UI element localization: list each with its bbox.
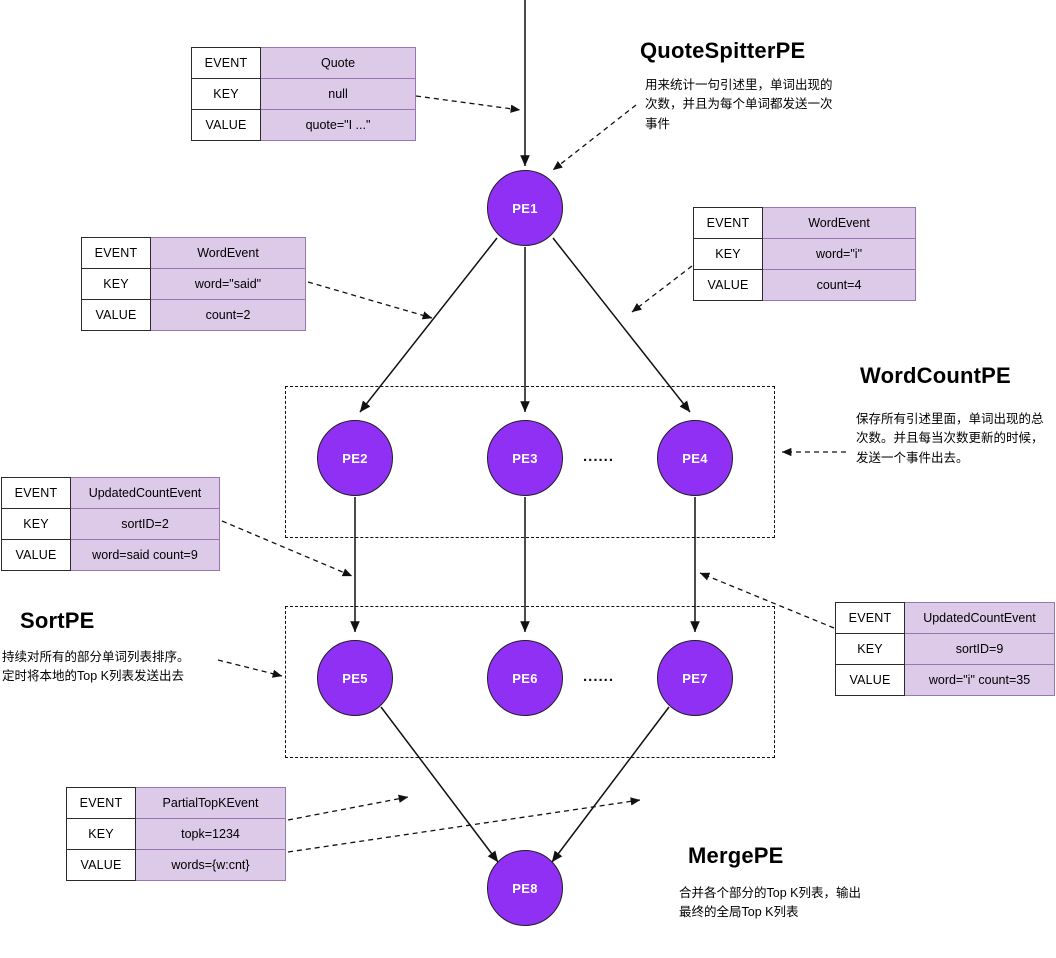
- pe-node-pe4[interactable]: PE4: [657, 420, 733, 496]
- pe-node-label: PE8: [512, 880, 538, 896]
- row-label: EVENT: [1, 477, 71, 509]
- row-label: EVENT: [693, 207, 763, 239]
- table-row: KEY word="said": [81, 268, 306, 300]
- pe-node-label: PE7: [682, 670, 708, 686]
- row-value: Quote: [260, 47, 416, 79]
- section-note-mergepe: 合并各个部分的Top K列表，输出 最终的全局Top K列表: [679, 886, 861, 920]
- row-value: topk=1234: [135, 818, 286, 850]
- row-value: words={w:cnt}: [135, 849, 286, 881]
- pe-node-pe8[interactable]: PE8: [487, 850, 563, 926]
- ellipsis-sort: ......: [583, 668, 615, 685]
- pe-node-pe7[interactable]: PE7: [657, 640, 733, 716]
- table-row: EVENT PartialTopKEvent: [66, 787, 286, 819]
- table-row: KEY topk=1234: [66, 818, 286, 850]
- row-value: UpdatedCountEvent: [904, 602, 1055, 634]
- group-box-sort: [285, 606, 775, 758]
- row-value: sortID=2: [70, 508, 220, 540]
- event-table-quote: EVENT Quote KEY null VALUE quote="I ...": [191, 47, 416, 141]
- row-value: UpdatedCountEvent: [70, 477, 220, 509]
- pe-node-label: PE4: [682, 450, 708, 466]
- ellipsis-wordcount: ......: [583, 448, 615, 465]
- pe-node-label: PE6: [512, 670, 538, 686]
- table-row: EVENT UpdatedCountEvent: [1, 477, 220, 509]
- section-note-sortpe: 持续对所有的部分单词列表排序。 定时将本地的Top K列表发送出去: [2, 650, 190, 684]
- event-table-wordevent-said: EVENT WordEvent KEY word="said" VALUE co…: [81, 237, 306, 331]
- row-value: WordEvent: [762, 207, 916, 239]
- table-row: KEY word="i": [693, 238, 916, 270]
- row-label: VALUE: [191, 109, 261, 141]
- row-value: word="i": [762, 238, 916, 270]
- row-value: word="said": [150, 268, 306, 300]
- section-note-wordcountpe: 保存所有引述里面，单词出现的总 次数。并且每当次数更新的时候， 发送一个事件出去…: [856, 412, 1044, 465]
- row-value: word="i" count=35: [904, 664, 1055, 696]
- row-label: EVENT: [81, 237, 151, 269]
- table-row: EVENT WordEvent: [693, 207, 916, 239]
- pe-node-label: PE2: [342, 450, 368, 466]
- table-row: EVENT Quote: [191, 47, 416, 79]
- row-label: VALUE: [835, 664, 905, 696]
- event-table-wordevent-i: EVENT WordEvent KEY word="i" VALUE count…: [693, 207, 916, 301]
- pe-node-label: PE5: [342, 670, 368, 686]
- section-title-wordcountpe: WordCountPE: [860, 363, 1011, 388]
- group-box-wordcount: [285, 386, 775, 538]
- row-label: KEY: [693, 238, 763, 270]
- event-table-updatedcount-sort9: EVENT UpdatedCountEvent KEY sortID=9 VAL…: [835, 602, 1055, 696]
- pe-node-pe5[interactable]: PE5: [317, 640, 393, 716]
- row-value: count=2: [150, 299, 306, 331]
- row-value: sortID=9: [904, 633, 1055, 665]
- pe-node-pe1[interactable]: PE1: [487, 170, 563, 246]
- row-label: KEY: [66, 818, 136, 850]
- pe-node-pe2[interactable]: PE2: [317, 420, 393, 496]
- table-row: KEY sortID=9: [835, 633, 1055, 665]
- table-row: VALUE word="i" count=35: [835, 664, 1055, 696]
- row-label: KEY: [191, 78, 261, 110]
- table-row: EVENT WordEvent: [81, 237, 306, 269]
- section-note-quotespitterpe: 用来统计一句引述里，单词出现的 次数，并且为每个单词都发送一次 事件: [645, 78, 833, 131]
- row-label: KEY: [835, 633, 905, 665]
- row-value: quote="I ...": [260, 109, 416, 141]
- row-value: WordEvent: [150, 237, 306, 269]
- table-row: KEY null: [191, 78, 416, 110]
- row-value: count=4: [762, 269, 916, 301]
- row-label: KEY: [81, 268, 151, 300]
- event-table-updatedcount-sort2: EVENT UpdatedCountEvent KEY sortID=2 VAL…: [1, 477, 220, 571]
- row-label: VALUE: [66, 849, 136, 881]
- section-title-quotespitterpe: QuoteSpitterPE: [640, 38, 806, 63]
- table-row: EVENT UpdatedCountEvent: [835, 602, 1055, 634]
- table-row: KEY sortID=2: [1, 508, 220, 540]
- row-label: VALUE: [693, 269, 763, 301]
- row-value: null: [260, 78, 416, 110]
- row-label: VALUE: [1, 539, 71, 571]
- row-label: EVENT: [835, 602, 905, 634]
- row-label: EVENT: [66, 787, 136, 819]
- event-table-partialtopk: EVENT PartialTopKEvent KEY topk=1234 VAL…: [66, 787, 286, 881]
- table-row: VALUE count=2: [81, 299, 306, 331]
- pe-node-label: PE1: [512, 200, 538, 216]
- table-row: VALUE count=4: [693, 269, 916, 301]
- row-label: EVENT: [191, 47, 261, 79]
- pe-node-label: PE3: [512, 450, 538, 466]
- pe-node-pe6[interactable]: PE6: [487, 640, 563, 716]
- table-row: VALUE words={w:cnt}: [66, 849, 286, 881]
- row-label: KEY: [1, 508, 71, 540]
- row-value: word=said count=9: [70, 539, 220, 571]
- table-row: VALUE quote="I ...": [191, 109, 416, 141]
- section-title-mergepe: MergePE: [688, 843, 784, 868]
- row-label: VALUE: [81, 299, 151, 331]
- pe-node-pe3[interactable]: PE3: [487, 420, 563, 496]
- section-title-sortpe: SortPE: [20, 608, 95, 633]
- row-value: PartialTopKEvent: [135, 787, 286, 819]
- table-row: VALUE word=said count=9: [1, 539, 220, 571]
